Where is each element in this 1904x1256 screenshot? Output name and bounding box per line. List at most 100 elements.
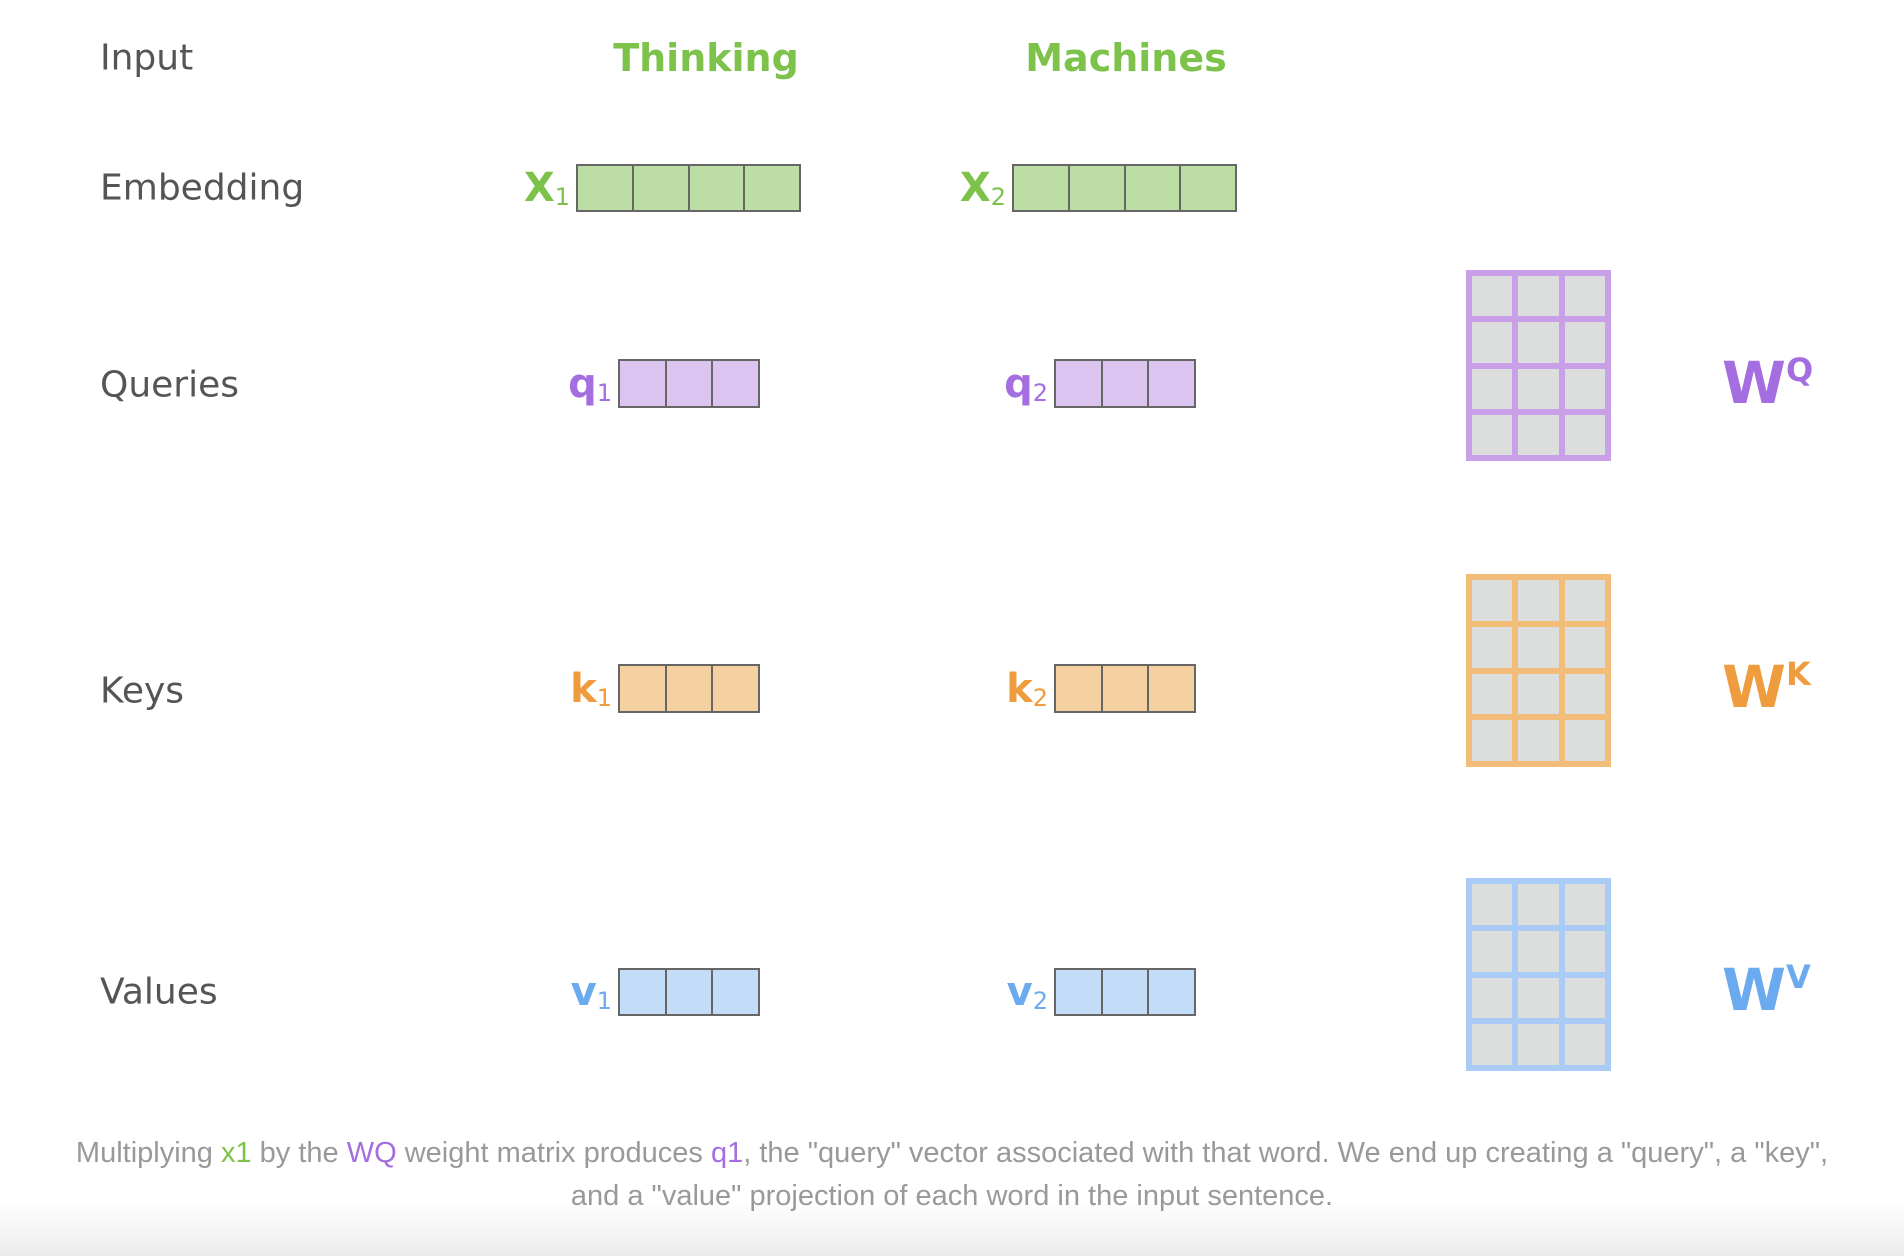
values-weight-matrix: [1466, 878, 1611, 1071]
matrix-cell: [1564, 276, 1605, 317]
matrix-cell: [1518, 626, 1559, 668]
caption-text: Multiplying: [75, 1137, 221, 1169]
caption-wq: WQ: [346, 1137, 397, 1169]
caption-text: and a "value" projection of each word in…: [570, 1180, 1334, 1212]
vector-cell: [578, 166, 634, 210]
queries-vector-label: q1: [568, 361, 618, 407]
queries-vector-sub: 2: [1032, 378, 1048, 407]
caption-text: weight matrix produces: [396, 1137, 711, 1169]
keys-vector-label: k1: [570, 666, 618, 712]
vector-cell: [1102, 970, 1150, 1014]
matrix-cell: [1472, 626, 1513, 668]
matrix-cell: [1564, 930, 1605, 972]
caption-q1: q1: [710, 1137, 744, 1169]
values-vector: [1054, 968, 1196, 1016]
matrix-cell: [1518, 322, 1559, 363]
bottom-fade: [0, 1200, 1904, 1256]
caption-x1: x1: [220, 1137, 252, 1169]
keys-vector-name: k: [1006, 665, 1033, 712]
keys-vector: [1054, 664, 1196, 713]
matrix-cell: [1472, 884, 1513, 925]
matrix-cell: [1564, 673, 1605, 715]
vector-cell: [689, 166, 746, 210]
vector-cell: [1102, 361, 1150, 406]
matrix-cell: [1518, 368, 1559, 409]
caption-text: , the "query" vector associated with tha…: [743, 1137, 1829, 1169]
vector-cell: [713, 970, 759, 1014]
caption: Multiplying x1 by the WQ weight matrix p…: [0, 1132, 1904, 1218]
embedding-vector-label: X1: [524, 165, 576, 211]
vector-cell: [1056, 970, 1103, 1014]
matrix-cell: [1564, 720, 1605, 761]
keys-vector-sub: 2: [1032, 683, 1048, 712]
values-vector-sub: 1: [596, 987, 612, 1015]
keys-weight-label: WK: [1722, 653, 1811, 721]
values-vector-name: v: [570, 969, 597, 1015]
vector-cell: [1149, 666, 1195, 711]
queries-weight-matrix: [1466, 270, 1611, 461]
matrix-cell: [1564, 1024, 1605, 1065]
values-weight-name: W: [1722, 956, 1786, 1024]
values-vector: [618, 968, 760, 1016]
matrix-cell: [1518, 1024, 1559, 1065]
vector-cell: [713, 361, 759, 406]
queries-weight-name: W: [1722, 349, 1786, 417]
vector-cell: [666, 970, 714, 1014]
vector-cell: [1149, 361, 1195, 406]
embedding-vector: [576, 164, 801, 212]
vector-cell: [620, 361, 667, 406]
vector-cell: [1056, 361, 1103, 406]
matrix-cell: [1472, 276, 1513, 317]
matrix-cell: [1518, 276, 1559, 317]
matrix-cell: [1472, 368, 1513, 409]
queries-vector: [618, 359, 760, 408]
matrix-cell: [1564, 626, 1605, 668]
embedding-vector-name: X: [523, 165, 555, 211]
keys-weight-matrix: [1466, 574, 1611, 767]
queries-weight-label: WQ: [1722, 349, 1813, 417]
vector-cell: [713, 666, 759, 711]
matrix-cell: [1518, 673, 1559, 715]
embedding-vector-name: X: [959, 165, 991, 211]
keys-weight-name: W: [1722, 653, 1786, 721]
vector-cell: [620, 970, 667, 1014]
word-thinking: Thinking: [613, 36, 799, 80]
matrix-cell: [1472, 673, 1513, 715]
keys-vector-name: k: [570, 665, 597, 712]
matrix-cell: [1472, 977, 1513, 1019]
matrix-cell: [1518, 414, 1559, 455]
matrix-cell: [1472, 1024, 1513, 1065]
vector-cell: [1102, 666, 1150, 711]
queries-vector-name: q: [1004, 360, 1033, 407]
matrix-cell: [1472, 322, 1513, 363]
queries-weight-sup: Q: [1785, 351, 1814, 389]
matrix-cell: [1564, 414, 1605, 455]
matrix-cell: [1564, 977, 1605, 1019]
vector-cell: [633, 166, 690, 210]
keys-vector: [618, 664, 760, 713]
embedding-vector: [1012, 164, 1237, 212]
keys-vector-label: k2: [1006, 666, 1054, 712]
matrix-cell: [1564, 322, 1605, 363]
vector-cell: [1149, 970, 1195, 1014]
row-label-input: Input: [100, 37, 194, 79]
matrix-cell: [1564, 580, 1605, 621]
values-vector-label: v1: [571, 969, 618, 1015]
values-vector-sub: 2: [1032, 987, 1048, 1015]
vector-cell: [1069, 166, 1126, 210]
matrix-cell: [1518, 580, 1559, 621]
embedding-vector-sub: 1: [554, 183, 570, 211]
row-label-queries: Queries: [100, 364, 240, 406]
embedding-vector-label: X2: [960, 165, 1012, 211]
row-label-keys: Keys: [100, 670, 185, 712]
vector-cell: [1125, 166, 1182, 210]
values-vector-label: v2: [1007, 969, 1054, 1015]
vector-cell: [666, 666, 714, 711]
queries-vector-label: q2: [1004, 361, 1054, 407]
keys-vector-sub: 1: [596, 683, 612, 712]
queries-vector-sub: 1: [596, 378, 612, 407]
caption-text: by the: [251, 1137, 347, 1169]
matrix-cell: [1472, 720, 1513, 761]
matrix-cell: [1472, 930, 1513, 972]
row-label-embedding: Embedding: [100, 167, 305, 209]
